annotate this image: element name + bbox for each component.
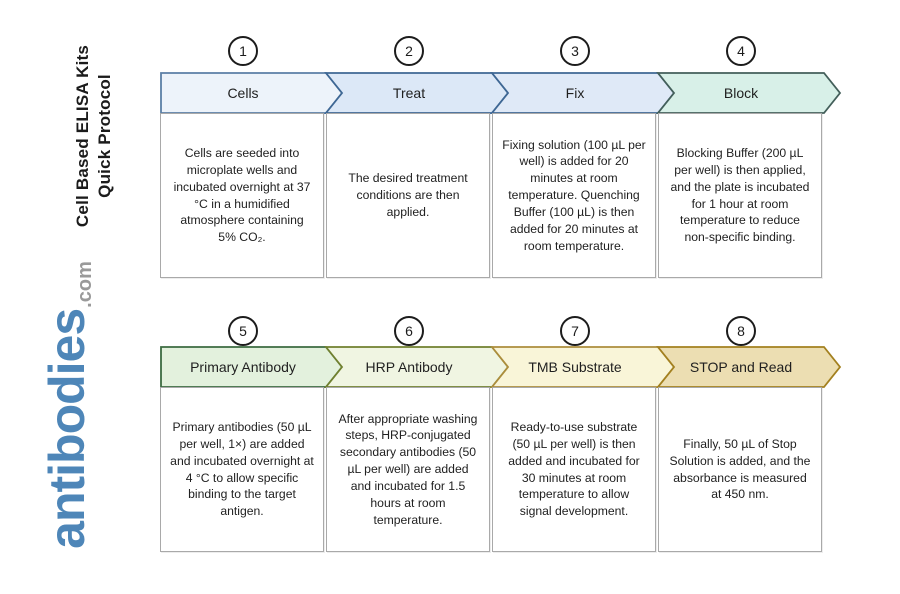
step-number: 6 <box>405 323 413 339</box>
step-description-box-6: After appropriate washing steps, HRP-con… <box>326 387 490 552</box>
step-description-box-1: Cells are seeded into microplate wells a… <box>160 113 324 278</box>
step-description: The desired treatment conditions are the… <box>348 171 468 219</box>
step-circle-3: 3 <box>560 36 590 66</box>
step-description-box-2: The desired treatment conditions are the… <box>326 113 490 278</box>
chevron-band-row-1: Cells Treat Fix Block <box>160 72 842 114</box>
step-number: 7 <box>571 323 579 339</box>
step-description-box-3: Fixing solution (100 µL per well) is add… <box>492 113 656 278</box>
step-number: 4 <box>737 43 745 59</box>
step-circle-2: 2 <box>394 36 424 66</box>
step-description: After appropriate washing steps, HRP-con… <box>338 411 478 527</box>
brand-name: antibodies <box>39 308 95 549</box>
chevron-arrow-fix <box>490 72 676 114</box>
title-line-2: Quick Protocol <box>95 74 115 198</box>
step-circle-7: 7 <box>560 316 590 346</box>
step-description: Cells are seeded into microplate wells a… <box>173 146 311 245</box>
chevron-band-svg <box>160 346 842 388</box>
step-description: Finally, 50 µL of Stop Solution is added… <box>669 436 811 502</box>
step-number: 3 <box>571 43 579 59</box>
step-description-box-4: Blocking Buffer (200 µL per well) is the… <box>658 113 822 278</box>
step-description-box-7: Ready-to-use substrate (50 µL per well) … <box>492 387 656 552</box>
step-description: Fixing solution (100 µL per well) is add… <box>502 137 646 253</box>
step-circle-6: 6 <box>394 316 424 346</box>
chevron-arrow-block <box>656 72 842 114</box>
step-number: 1 <box>239 43 247 59</box>
step-circle-1: 1 <box>228 36 258 66</box>
chevron-arrow-tmb-substrate <box>490 346 676 388</box>
vertical-title: Cell Based ELISA Kits Quick Protocol <box>72 16 120 256</box>
brand-domain: .com <box>74 261 96 308</box>
chevron-arrow-hrp-antibody <box>324 346 510 388</box>
step-circle-5: 5 <box>228 316 258 346</box>
chevron-arrow-primary-antibody <box>160 346 344 388</box>
step-number: 2 <box>405 43 413 59</box>
brand-logo: antibodies.com <box>38 245 134 565</box>
step-number: 5 <box>239 323 247 339</box>
step-circle-4: 4 <box>726 36 756 66</box>
step-description-box-5: Primary antibodies (50 µL per well, 1×) … <box>160 387 324 552</box>
title-line-1: Cell Based ELISA Kits <box>73 44 92 228</box>
chevron-band-row-2: Primary Antibody HRP Antibody TMB Substr… <box>160 346 842 388</box>
step-description: Primary antibodies (50 µL per well, 1×) … <box>170 420 314 519</box>
chevron-band-svg <box>160 72 842 114</box>
step-description: Ready-to-use substrate (50 µL per well) … <box>508 420 640 519</box>
chevron-arrow-cells <box>160 72 344 114</box>
step-description: Blocking Buffer (200 µL per well) is the… <box>670 146 810 245</box>
chevron-arrow-stop-and-read <box>656 346 842 388</box>
step-description-box-8: Finally, 50 µL of Stop Solution is added… <box>658 387 822 552</box>
chevron-arrow-treat <box>324 72 510 114</box>
step-circle-8: 8 <box>726 316 756 346</box>
step-number: 8 <box>737 323 745 339</box>
